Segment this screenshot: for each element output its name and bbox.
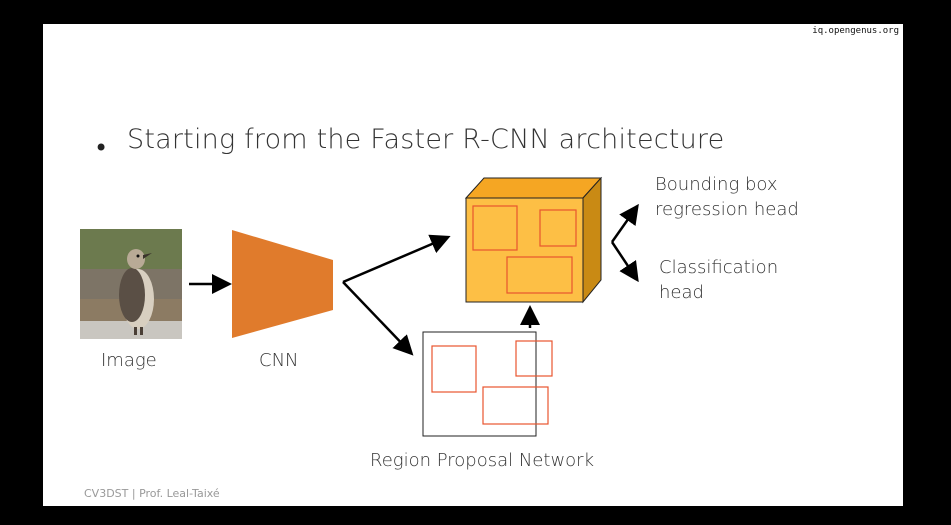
arrow-to-bbox-head (610, 203, 639, 243)
label-bbox-head-line1: Bounding box (655, 174, 778, 195)
feature-map-side (582, 176, 602, 304)
footer-credit: CV3DST | Prof. Leal-Taixé (84, 487, 220, 500)
label-image: Image (101, 350, 157, 371)
diagram (189, 176, 639, 437)
label-cls-head-line1: Classification (659, 257, 779, 278)
rpn-proposal-3 (482, 386, 549, 425)
bullet-dot: • (94, 134, 109, 162)
feature-roi-3 (506, 256, 573, 294)
label-rpn: Region Proposal Network (370, 450, 594, 471)
label-bbox-head: Bounding box regression head (655, 172, 799, 222)
label-bbox-head-line2: regression head (655, 199, 799, 220)
slide: iq.opengenus.org • Starting from the Fas… (43, 24, 903, 506)
rpn-proposal-1 (431, 345, 477, 393)
feature-roi-2 (539, 209, 577, 247)
cnn-block (232, 230, 333, 338)
rpn-box (422, 331, 537, 437)
bullet-text: Starting from the Faster R-CNN architect… (127, 124, 725, 155)
rpn-proposal-2 (515, 340, 553, 377)
label-cls-head: Classification head (659, 255, 778, 305)
feature-roi-1 (472, 205, 518, 251)
arrow-cnn-to-feature (342, 234, 451, 284)
arrow-cnn-to-rpn (342, 281, 414, 356)
arrow-to-cls-head (610, 241, 639, 283)
watermark: iq.opengenus.org (812, 26, 899, 36)
label-cnn: CNN (259, 350, 299, 371)
label-cls-head-line2: head (659, 282, 704, 303)
input-image (80, 229, 182, 339)
feature-map-top (464, 177, 603, 199)
